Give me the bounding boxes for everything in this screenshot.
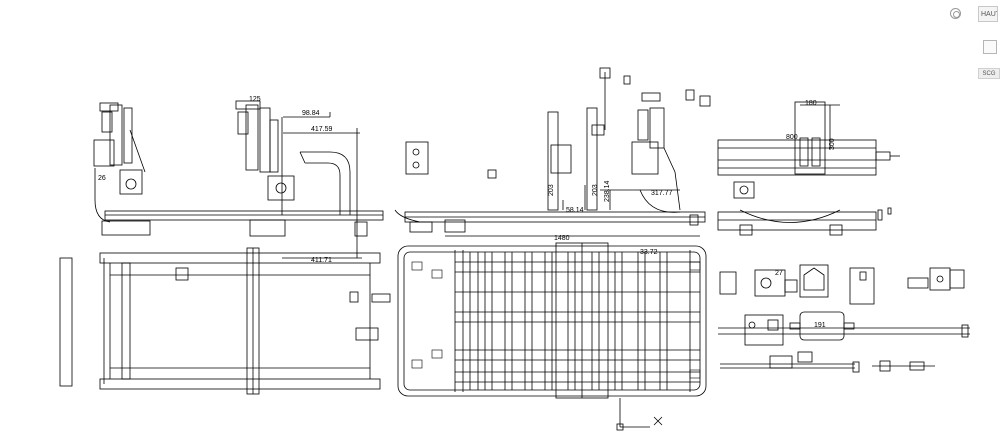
- right-detail-parts: [718, 264, 970, 373]
- dim-317-77: 317.77: [651, 190, 673, 197]
- dim-417-59: 417.59: [311, 126, 333, 133]
- left-plan-view: [59, 247, 391, 395]
- dim-238-14: 238.14: [604, 180, 611, 202]
- dim-58-14: 58.14: [566, 207, 584, 214]
- dim-300: 300: [829, 138, 836, 150]
- wcs-menu[interactable]: SCG: [978, 68, 1000, 79]
- dim-1480: 1480: [554, 235, 570, 242]
- dim-203-a: 203: [548, 184, 555, 196]
- ucs-icon: [616, 398, 663, 431]
- compass-icon[interactable]: [950, 8, 961, 19]
- dim-203-b: 203: [592, 184, 599, 196]
- dim-191: 191: [814, 322, 826, 329]
- center-elevation-view: [394, 67, 711, 237]
- dim-33-72: 33.72: [640, 249, 658, 256]
- dim-180: 180: [805, 100, 817, 107]
- dim-411-71: 411.71: [311, 257, 332, 264]
- viewcube[interactable]: HAUT: [978, 6, 998, 22]
- dim-98-84: 98.84: [302, 110, 320, 117]
- dim-27: 27: [775, 270, 783, 277]
- dim-125: 125: [249, 96, 261, 103]
- right-elevation-view: [717, 101, 900, 236]
- left-elevation-view: [93, 100, 384, 259]
- dim-800: 800: [786, 134, 798, 141]
- steering-wheel-icon[interactable]: [983, 40, 997, 54]
- roller-set: [411, 261, 701, 379]
- conveyor-grid: [455, 252, 700, 390]
- dim-26: 26: [98, 175, 106, 182]
